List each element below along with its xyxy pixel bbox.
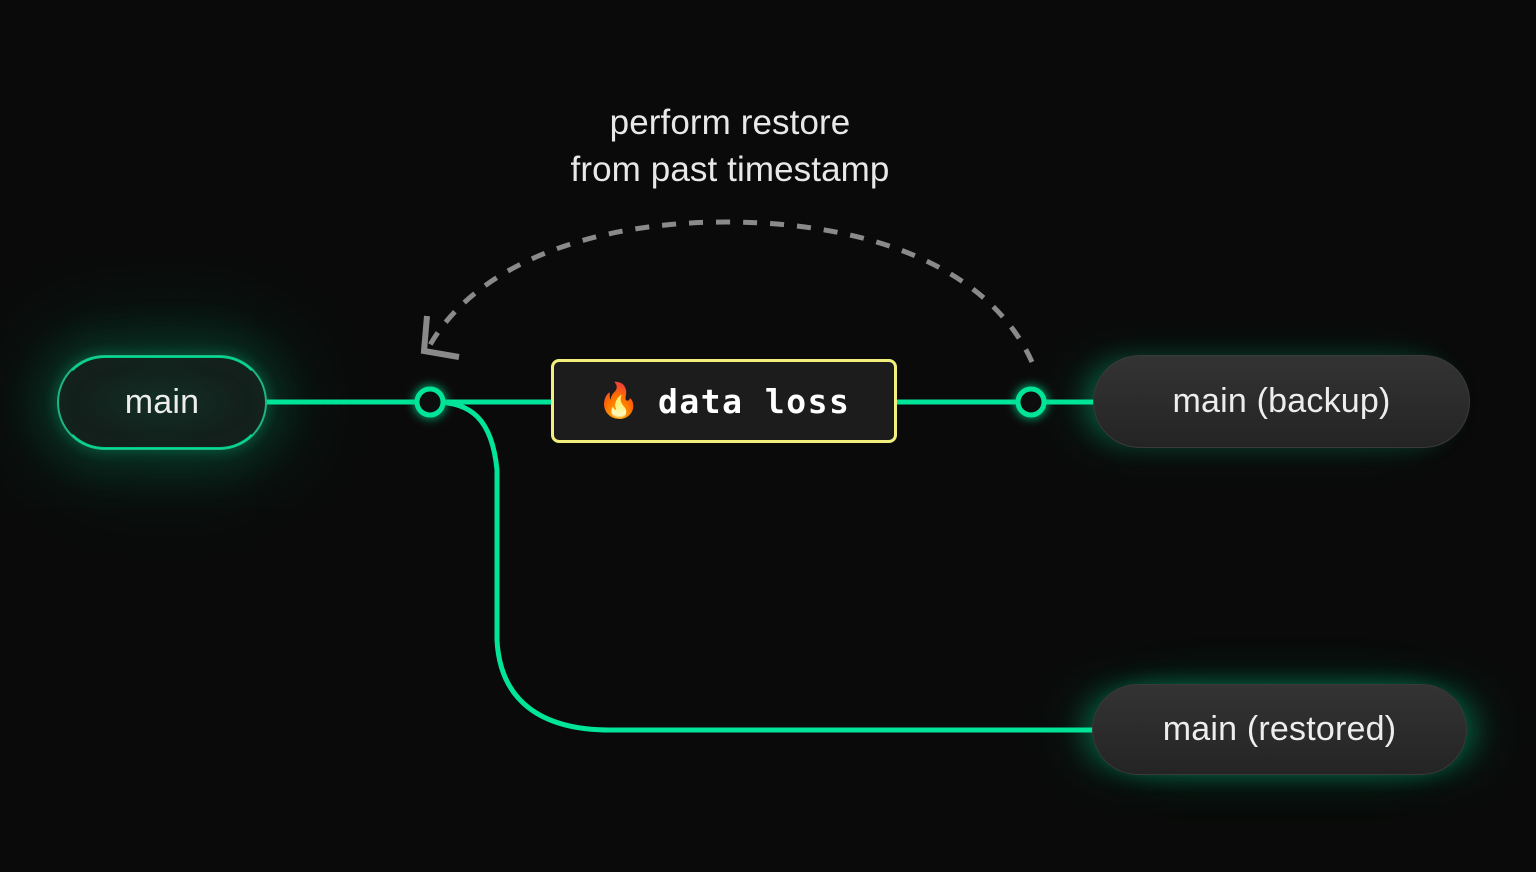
node-main-backup-label: main (backup) bbox=[1172, 382, 1391, 420]
node-main-restored[interactable]: main (restored) bbox=[1092, 684, 1467, 775]
restore-annotation-caption: perform restore from past timestamp bbox=[570, 103, 890, 189]
node-main-restored-label: main (restored) bbox=[1162, 710, 1397, 748]
backup-point-node-icon[interactable] bbox=[1015, 386, 1047, 418]
node-main-backup[interactable]: main (backup) bbox=[1093, 355, 1470, 448]
restore-arrow-arc bbox=[427, 219, 1035, 364]
fire-icon: 🔥 bbox=[597, 382, 641, 420]
branch-point-node-icon[interactable] bbox=[414, 386, 446, 418]
node-data-loss-label: data loss bbox=[658, 381, 851, 421]
restore-arrow-head-icon bbox=[420, 315, 460, 360]
edge-branchpoint-to-restored bbox=[431, 399, 1099, 733]
node-main[interactable]: main bbox=[57, 355, 267, 450]
node-main-label: main bbox=[124, 383, 200, 421]
node-data-loss[interactable]: 🔥 data loss bbox=[551, 359, 897, 443]
